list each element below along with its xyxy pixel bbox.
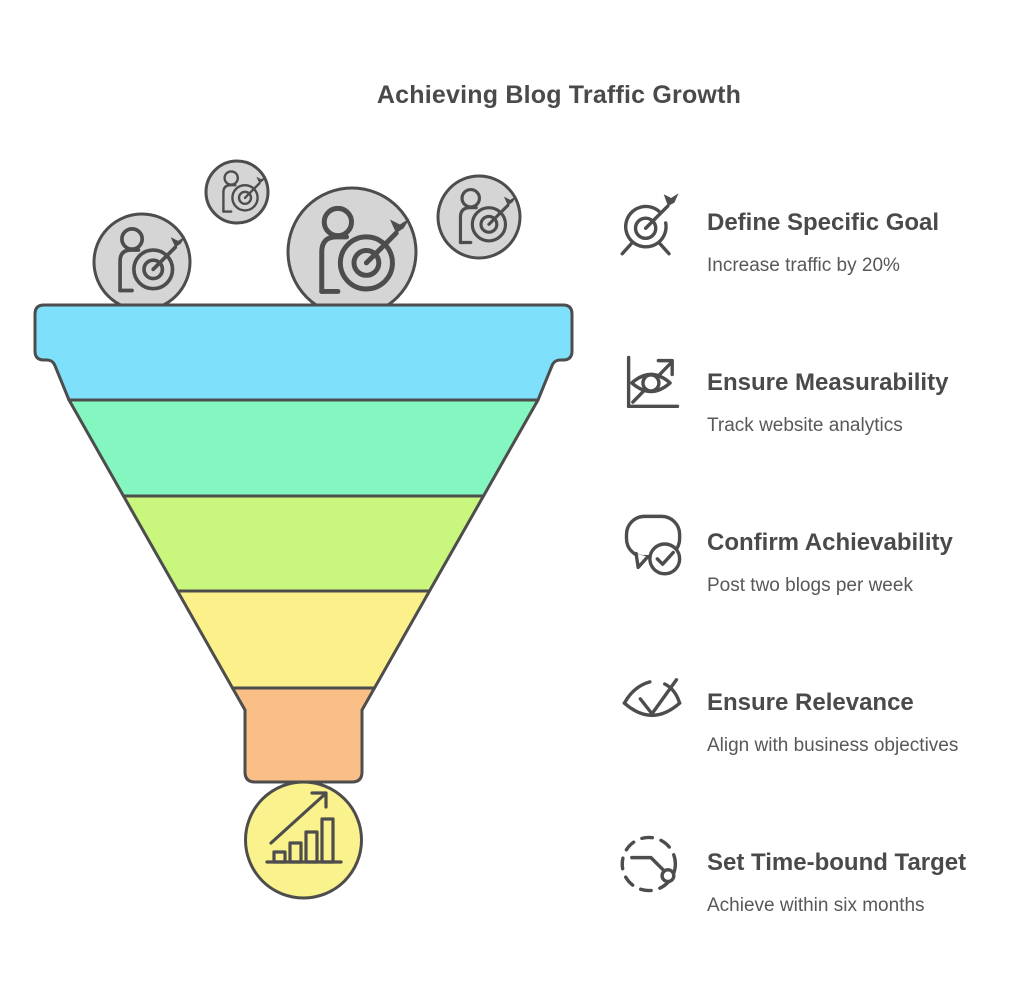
- step-subtitle: Achieve within six months: [707, 895, 925, 916]
- page-title: Achieving Blog Traffic Growth: [376, 80, 742, 109]
- funnel-band-3: [122, 494, 485, 593]
- funnel-band-4: [176, 589, 431, 690]
- funnel-band-2: [67, 398, 540, 498]
- step-item-3: Confirm Achievability Post two blogs per…: [618, 500, 1018, 598]
- step-item-5: Set Time-bound Target Achieve within six…: [618, 820, 1018, 918]
- step-title: Confirm Achievability: [707, 529, 953, 556]
- step-title: Set Time-bound Target: [707, 849, 967, 876]
- growth-bulb: [244, 780, 363, 900]
- audience-circle: [92, 212, 192, 312]
- step-subtitle: Track website analytics: [707, 415, 903, 436]
- step-item-2: Ensure Measurability Track website analy…: [618, 340, 1018, 438]
- funnel-band-1: [33, 303, 574, 402]
- audience-circle: [286, 186, 418, 318]
- step-subtitle: Align with business objectives: [707, 735, 959, 756]
- chat-check-icon: [618, 500, 690, 598]
- bar-chart-growth-icon: [265, 791, 343, 864]
- step-item-1: Define Specific Goal Increase traffic by…: [618, 180, 1018, 278]
- step-item-4: Ensure Relevance Align with business obj…: [618, 660, 1018, 758]
- step-title: Ensure Measurability: [707, 369, 949, 396]
- dashed-clock-icon: [618, 820, 690, 918]
- audience-circle: [204, 159, 270, 225]
- step-title: Ensure Relevance: [707, 689, 914, 716]
- eye-check-icon: [618, 660, 690, 758]
- funnel-band-5: [231, 686, 376, 784]
- step-subtitle: Post two blogs per week: [707, 575, 913, 596]
- target-arrow-icon: [618, 180, 690, 278]
- audience-circle: [436, 174, 522, 260]
- step-title: Define Specific Goal: [707, 209, 940, 236]
- step-subtitle: Increase traffic by 20%: [707, 255, 900, 276]
- audience-circles: [92, 159, 522, 318]
- eye-analytics-icon: [618, 340, 690, 438]
